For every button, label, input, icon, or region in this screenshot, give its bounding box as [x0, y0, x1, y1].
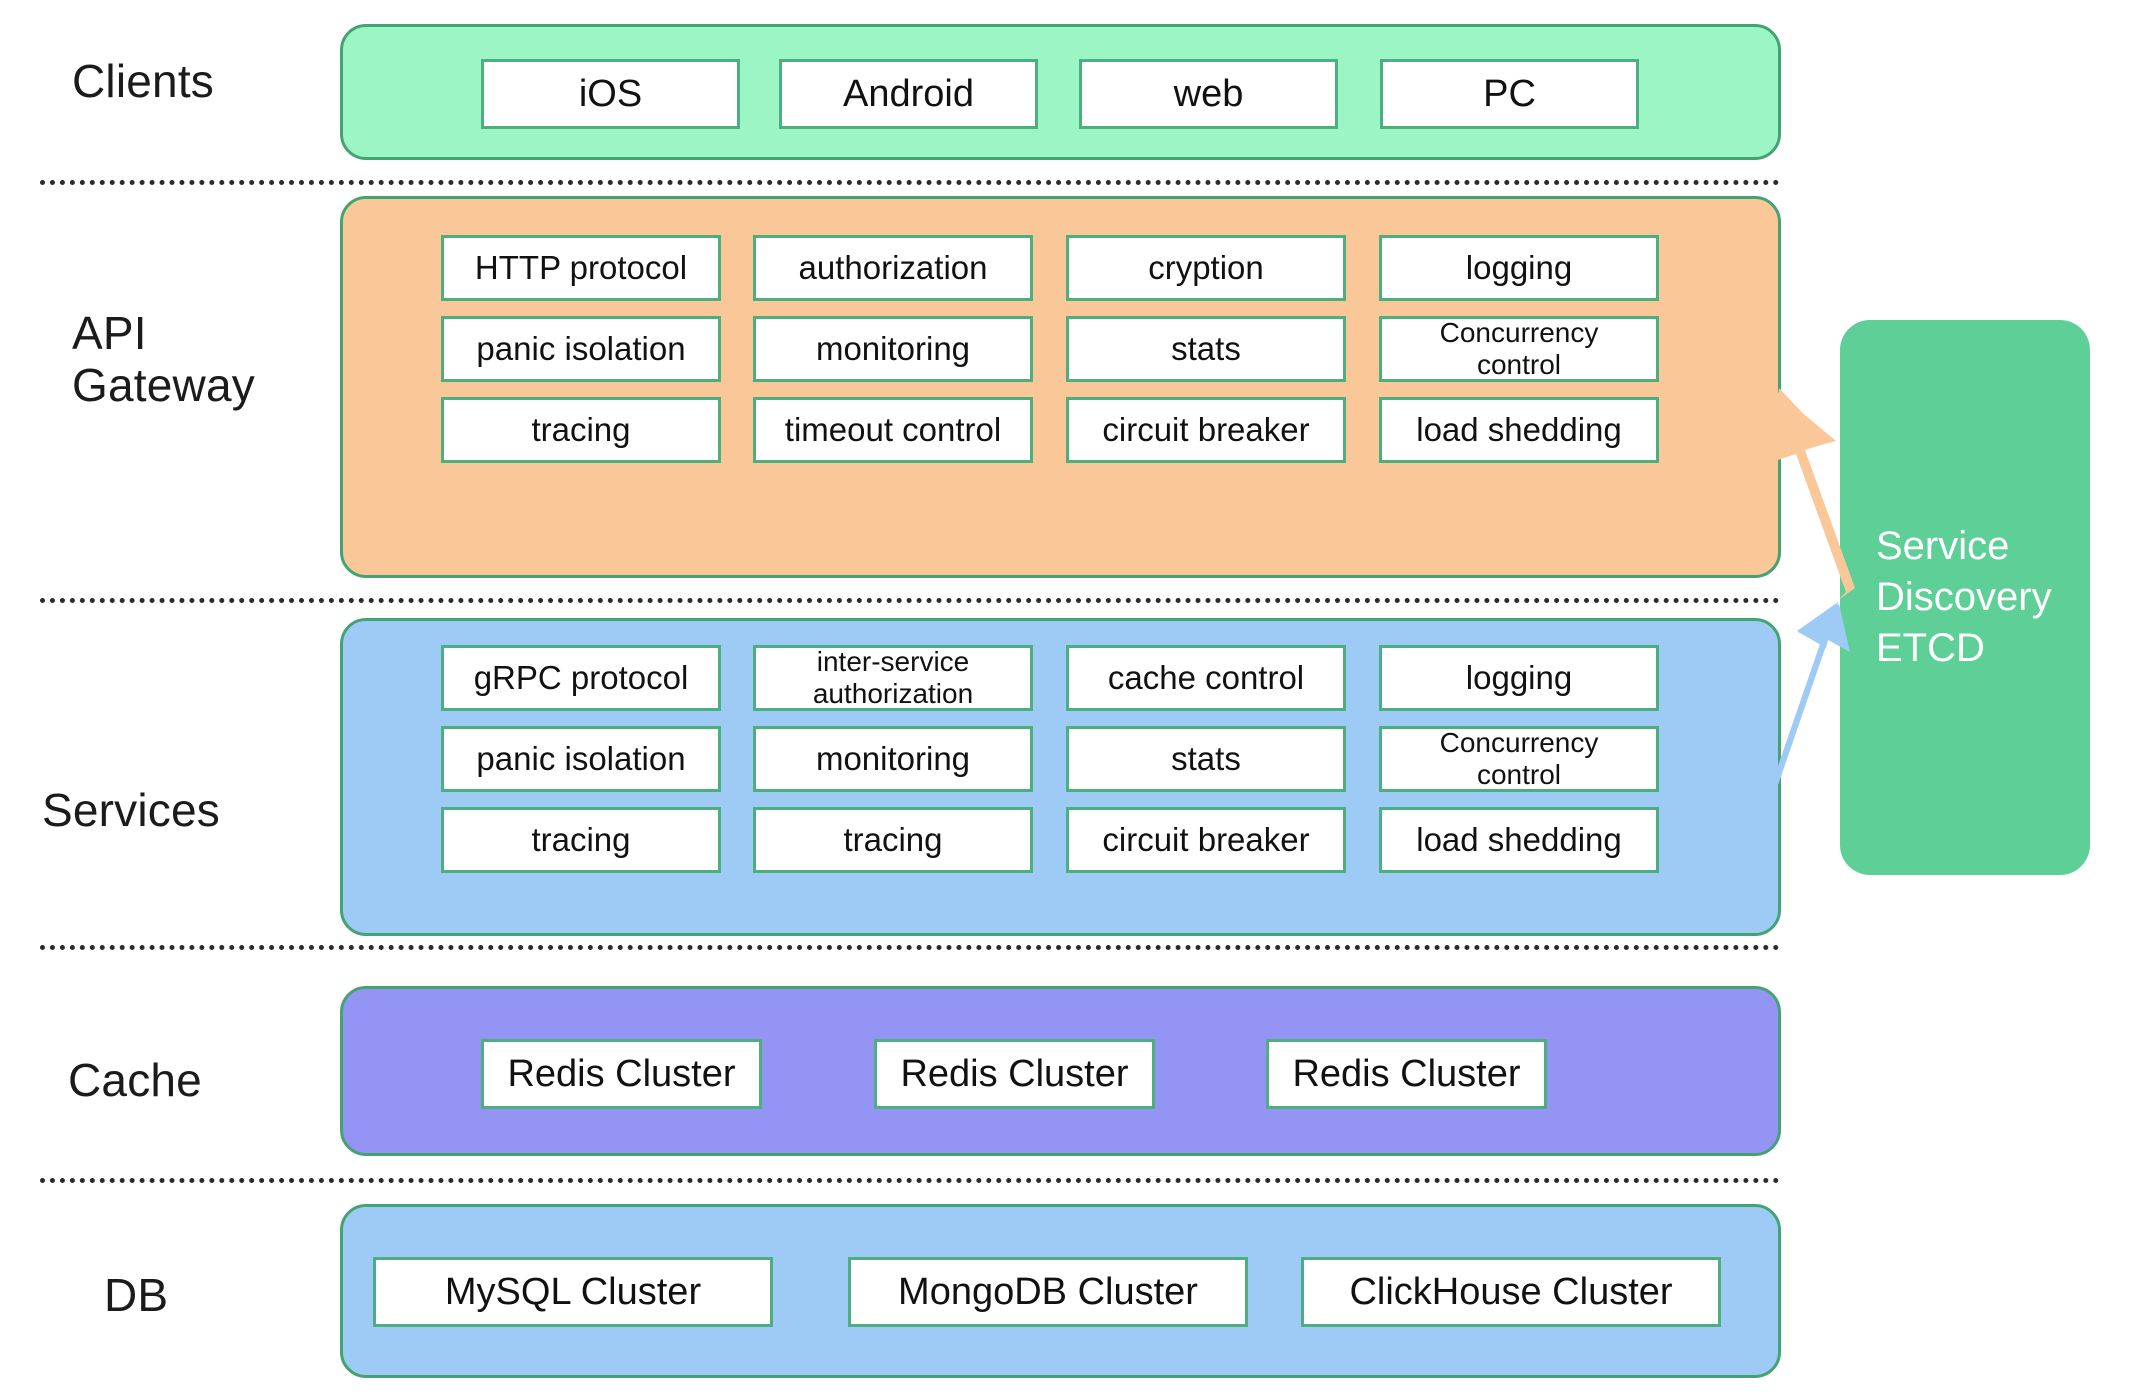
node-cache-control[interactable]: cache control [1066, 645, 1346, 711]
node-load-shedding-services[interactable]: load shedding [1379, 807, 1659, 873]
band-services: gRPC protocol inter-service authorizatio… [340, 618, 1781, 936]
row-label-api-gateway: API Gateway [72, 307, 255, 411]
node-panic-isolation[interactable]: panic isolation [441, 316, 721, 382]
node-grpc-protocol[interactable]: gRPC protocol [441, 645, 721, 711]
node-concurrency-control[interactable]: Concurrency control [1379, 316, 1659, 382]
row-label-db: DB [104, 1269, 169, 1321]
node-inter-service-authorization[interactable]: inter-service authorization [753, 645, 1033, 711]
band-api-gateway: HTTP protocol authorization cryption log… [340, 196, 1781, 578]
band-cache: Redis Cluster Redis Cluster Redis Cluste… [340, 986, 1781, 1156]
node-clickhouse-cluster[interactable]: ClickHouse Cluster [1301, 1257, 1721, 1327]
separator-services-cache [40, 945, 1780, 950]
node-tracing-services-2[interactable]: tracing [753, 807, 1033, 873]
separator-clients-gateway [40, 180, 1780, 185]
node-panic-isolation-services[interactable]: panic isolation [441, 726, 721, 792]
node-tracing-services-1[interactable]: tracing [441, 807, 721, 873]
band-db: MySQL Cluster MongoDB Cluster ClickHouse… [340, 1204, 1781, 1378]
node-mongodb-cluster[interactable]: MongoDB Cluster [848, 1257, 1248, 1327]
service-discovery-etcd-box[interactable]: Service Discovery ETCD [1840, 320, 2090, 875]
node-tracing[interactable]: tracing [441, 397, 721, 463]
service-discovery-label: Service Discovery ETCD [1876, 523, 2052, 671]
node-timeout-control[interactable]: timeout control [753, 397, 1033, 463]
node-ios[interactable]: iOS [481, 59, 740, 129]
node-redis-cluster-2[interactable]: Redis Cluster [874, 1039, 1155, 1109]
node-authorization[interactable]: authorization [753, 235, 1033, 301]
node-android[interactable]: Android [779, 59, 1038, 129]
node-circuit-breaker[interactable]: circuit breaker [1066, 397, 1346, 463]
node-monitoring[interactable]: monitoring [753, 316, 1033, 382]
node-pc[interactable]: PC [1380, 59, 1639, 129]
node-cryption[interactable]: cryption [1066, 235, 1346, 301]
node-logging-services[interactable]: logging [1379, 645, 1659, 711]
row-label-cache: Cache [68, 1054, 202, 1106]
node-concurrency-control-services[interactable]: Concurrency control [1379, 726, 1659, 792]
row-label-clients: Clients [72, 55, 215, 107]
node-http-protocol[interactable]: HTTP protocol [441, 235, 721, 301]
node-redis-cluster-3[interactable]: Redis Cluster [1266, 1039, 1547, 1109]
separator-cache-db [40, 1178, 1780, 1183]
node-load-shedding[interactable]: load shedding [1379, 397, 1659, 463]
node-circuit-breaker-services[interactable]: circuit breaker [1066, 807, 1346, 873]
node-web[interactable]: web [1079, 59, 1338, 129]
node-logging[interactable]: logging [1379, 235, 1659, 301]
node-mysql-cluster[interactable]: MySQL Cluster [373, 1257, 773, 1327]
row-label-services: Services [42, 784, 220, 836]
separator-gateway-services [40, 598, 1780, 603]
node-redis-cluster-1[interactable]: Redis Cluster [481, 1039, 762, 1109]
node-stats[interactable]: stats [1066, 316, 1346, 382]
node-stats-services[interactable]: stats [1066, 726, 1346, 792]
arrow-services-head-icon [1797, 602, 1838, 648]
band-clients: iOS Android web PC [340, 24, 1781, 160]
node-monitoring-services[interactable]: monitoring [753, 726, 1033, 792]
